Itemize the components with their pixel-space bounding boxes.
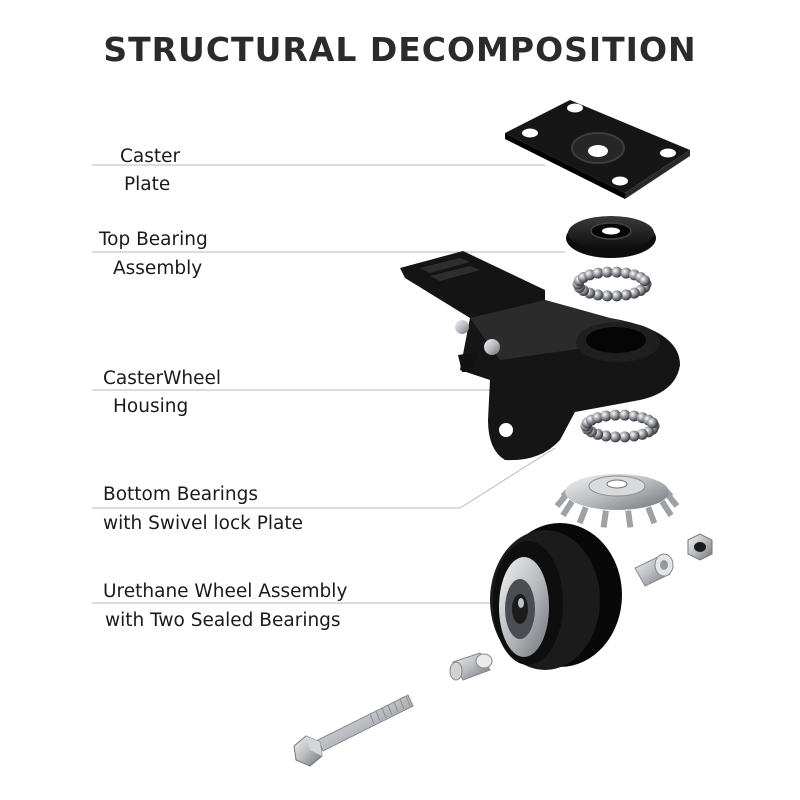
bearing-ball [609, 431, 621, 443]
label-wheel-line1: Urethane Wheel Assembly [103, 581, 348, 602]
label-bottom-bearings-line2: with Swivel lock Plate [103, 513, 303, 534]
label-housing-line2: Housing [113, 396, 189, 417]
bearing-ball [592, 289, 604, 301]
bearing-ball [611, 290, 623, 302]
label-wheel-line2: with Two Sealed Bearings [105, 610, 341, 631]
bearing-ball [639, 275, 651, 287]
bolt-thread [387, 704, 393, 716]
bearing-ball [628, 430, 640, 442]
bearing-ball [647, 417, 659, 429]
lock-plate-tooth [600, 510, 609, 528]
lock-plate-tooth [625, 510, 634, 528]
bolt-thread [381, 707, 387, 719]
ball-bearing-ring-icon-bottom [580, 409, 660, 443]
ball-bearing-ring-icon [572, 266, 652, 302]
bearing-ball [584, 269, 596, 281]
label-top-bearing: Top Bearing Assembly [99, 226, 208, 283]
bearing-ball [620, 289, 632, 301]
bearing-ball [601, 290, 613, 302]
bearing-ball [592, 267, 604, 279]
bearing-ball [628, 410, 640, 422]
bearing-ball [628, 287, 640, 299]
bolt-thread [405, 695, 411, 707]
label-caster-plate-line2: Plate [124, 174, 171, 195]
leader-lines [92, 164, 565, 604]
label-wheel: Urethane Wheel Assembly with Two Sealed … [103, 578, 347, 635]
bearing-ball [619, 409, 631, 421]
label-bottom-bearings-line1: Bottom Bearings [103, 484, 259, 505]
lock-plate-tooth [576, 506, 589, 525]
caster-housing-icon [400, 251, 680, 461]
axle-bushing-icon [449, 652, 493, 681]
bearing-ball [592, 412, 604, 424]
lock-plate-tooth [560, 499, 575, 518]
axle-spacer-icon [634, 553, 674, 587]
lock-plate-tooth [659, 499, 674, 518]
top-bearing-race-icon [566, 216, 656, 258]
swivel-lock-plate-icon [554, 474, 680, 528]
bearing-ball [600, 410, 612, 422]
bolt-thread [399, 698, 405, 710]
bolt-thread [375, 710, 381, 722]
bearing-ball [609, 409, 621, 421]
label-top-bearing-line1: Top Bearing [99, 229, 208, 250]
bearing-ball [601, 266, 613, 278]
label-caster-plate-line1: Caster [120, 146, 181, 167]
lock-plate-tooth [645, 506, 658, 525]
bearing-ball [611, 266, 623, 278]
label-housing-line1: CasterWheel [103, 368, 222, 389]
bearing-ball [619, 431, 631, 443]
label-caster-plate: Caster Plate [120, 143, 180, 199]
nut-icon [687, 533, 713, 561]
bolt-thread [369, 713, 375, 725]
label-top-bearing-line2: Assembly [113, 258, 203, 279]
bearing-ball [620, 267, 632, 279]
bolt-thread [393, 701, 399, 713]
bearing-ball [600, 430, 612, 442]
page-title: STRUCTURAL DECOMPOSITION [103, 30, 697, 69]
urethane-wheel-icon [490, 523, 622, 670]
leader-line-bottom-bearings [92, 447, 556, 509]
label-bottom-bearings: Bottom Bearings with Swivel lock Plate [103, 481, 303, 538]
label-housing: CasterWheel Housing [103, 365, 221, 421]
axle-bolt-icon [293, 694, 414, 767]
caster-plate-icon [505, 100, 690, 199]
bearing-ball [636, 428, 648, 440]
